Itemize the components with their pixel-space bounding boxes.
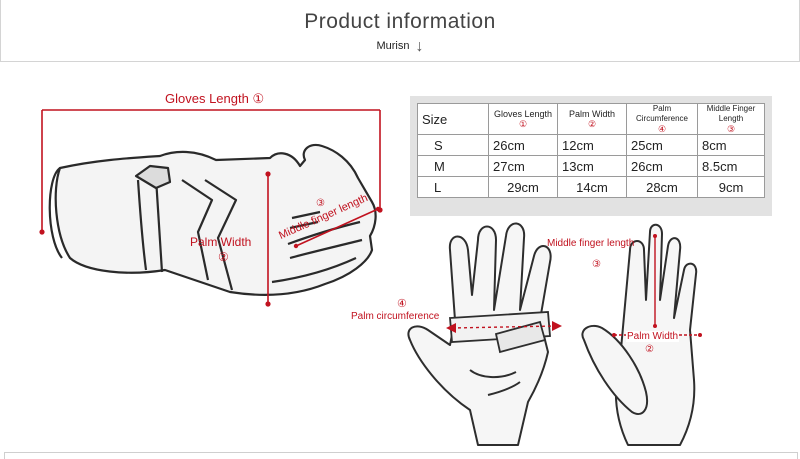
gloves-length-label: Gloves Length ① xyxy=(165,91,265,106)
down-arrow-icon: ↓ xyxy=(415,38,424,55)
cell-middle-finger-length: 8.5cm xyxy=(697,155,765,177)
palm-width-label: Palm Width xyxy=(190,235,252,249)
palm-width-number: ② xyxy=(218,250,229,264)
cell-palm-width: 13cm xyxy=(557,155,627,177)
glove-illustration xyxy=(48,143,377,296)
cell-palm-width: 12cm xyxy=(557,134,627,156)
cell-palm-circumference: 26cm xyxy=(626,155,698,177)
cell-size: M xyxy=(417,155,489,177)
cell-gloves-length: 26cm xyxy=(488,134,558,156)
palm-circumference-number: ④ xyxy=(397,298,407,310)
footer-divider xyxy=(4,452,798,459)
header-size: Size xyxy=(417,103,489,135)
header-banner xyxy=(0,0,800,62)
cell-palm-circumference: 28cm xyxy=(626,176,698,198)
side-palm-width-label: Palm Width xyxy=(626,331,680,342)
cell-size: S xyxy=(417,134,489,156)
cell-size: L xyxy=(417,176,489,198)
cell-gloves-length: 27cm xyxy=(488,155,558,177)
middle-finger-measure xyxy=(293,206,381,249)
middle-finger-number: ③ xyxy=(316,198,325,209)
cell-middle-finger-length: 8cm xyxy=(697,134,765,156)
palm-width-measure xyxy=(265,171,271,307)
cell-palm-width: 14cm xyxy=(557,176,627,198)
side-middle-finger-measure xyxy=(653,234,657,328)
table-row: L 29cm 14cm 28cm 9cm xyxy=(417,176,765,198)
table-row: M 27cm 13cm 26cm 8.5cm xyxy=(417,155,765,177)
palm-circumference-label: Palm circumference xyxy=(351,311,440,322)
side-middle-finger-number: ③ xyxy=(592,259,601,270)
side-palm-width-number: ② xyxy=(645,344,654,355)
page-title: Product information xyxy=(304,10,496,33)
brand-name: Murisn xyxy=(376,40,410,52)
cell-gloves-length: 29cm xyxy=(488,176,558,198)
side-middle-finger-label: Middle finger length xyxy=(547,238,635,249)
table-row: S 26cm 12cm 25cm 8cm xyxy=(417,134,765,156)
cell-middle-finger-length: 9cm xyxy=(697,176,765,198)
brand-subtitle: Murisn ↓ xyxy=(0,36,800,55)
palm-circumference-measure xyxy=(446,321,562,333)
cell-palm-circumference: 25cm xyxy=(626,134,698,156)
gloves-length-bracket xyxy=(39,109,383,235)
